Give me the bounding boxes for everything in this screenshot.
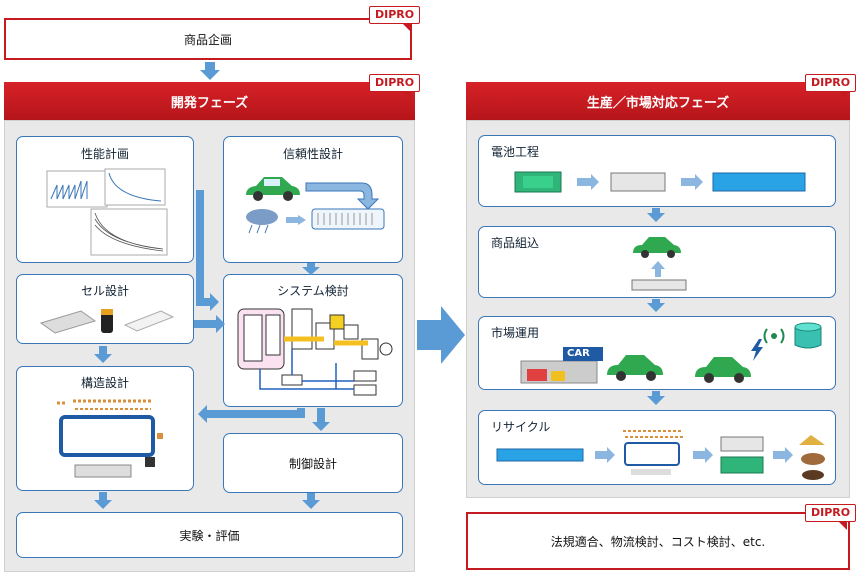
dipro-badge-planning: DIPRO bbox=[369, 6, 421, 32]
dipro-badge-dev: DIPRO bbox=[369, 74, 421, 100]
storm-cloud-icon bbox=[246, 209, 278, 234]
system-diagram-icon bbox=[237, 308, 393, 396]
card-test-evaluation: 実験・評価 bbox=[16, 512, 403, 558]
card-title: セル設計 bbox=[80, 284, 129, 298]
card-battery-process: 電池工程 bbox=[478, 135, 836, 207]
footer-text: 法規適合、物流検討、コスト検討、etc. bbox=[550, 534, 766, 549]
footer-box: 法規適合、物流検討、コスト検討、etc. bbox=[466, 512, 850, 570]
dev-header: 開発フェーズ bbox=[4, 82, 415, 120]
performance-graphs-icon bbox=[46, 168, 168, 256]
car-icon bbox=[607, 355, 663, 381]
structure-parts-icon bbox=[57, 399, 163, 478]
connected-car-icon bbox=[695, 357, 751, 383]
battery-pack-icon bbox=[631, 279, 687, 291]
card-cell-design: セル設計 bbox=[16, 274, 194, 344]
up-arrow-icon bbox=[651, 261, 665, 277]
card-product-assembly: 商品組込 bbox=[478, 226, 836, 298]
prod-header: 生産／市場対応フェーズ bbox=[466, 82, 850, 120]
card-structure-design: 構造設計 bbox=[16, 366, 194, 491]
small-arrow-icon bbox=[286, 215, 306, 225]
card-market-operation: 市場運用 CAR bbox=[478, 316, 836, 390]
card-title: 実験・評価 bbox=[179, 528, 240, 543]
card-title: 電池工程 bbox=[491, 145, 540, 159]
card-reliability-design: 信頼性設計 bbox=[223, 136, 403, 263]
recycle-flow-icon bbox=[496, 430, 825, 480]
planning-box: 商品企画 bbox=[4, 18, 412, 60]
dipro-badge-footer: DIPRO bbox=[805, 504, 857, 530]
battery-process-flow-icon bbox=[514, 171, 806, 193]
card-title: 制御設計 bbox=[288, 456, 337, 471]
arrow-planning-to-dev bbox=[200, 62, 220, 80]
antenna-icon bbox=[763, 328, 785, 344]
car-sign-label: CAR bbox=[567, 348, 590, 359]
card-system-study: システム検討 bbox=[223, 274, 403, 407]
dipro-badge-prod: DIPRO bbox=[805, 74, 857, 100]
database-icon bbox=[794, 322, 822, 349]
battery-pack-icon bbox=[311, 208, 385, 230]
card-title: 市場運用 bbox=[491, 326, 540, 340]
planning-title: 商品企画 bbox=[183, 32, 232, 47]
card-control-design: 制御設計 bbox=[223, 433, 403, 493]
card-title: 商品組込 bbox=[491, 236, 540, 250]
big-arrow-to-production bbox=[417, 306, 465, 364]
card-recycle: リサイクル bbox=[478, 410, 836, 485]
car-icon bbox=[246, 177, 300, 201]
curved-arrow-icon bbox=[305, 182, 380, 210]
dev-title: 開発フェーズ bbox=[170, 95, 249, 111]
car-icon bbox=[633, 237, 681, 258]
card-performance-plan: 性能計画 bbox=[16, 136, 194, 263]
card-title: 性能計画 bbox=[80, 147, 129, 161]
card-title: リサイクル bbox=[491, 420, 551, 434]
lightning-icon bbox=[751, 339, 763, 361]
card-title: システム検討 bbox=[277, 284, 349, 298]
card-title: 信頼性設計 bbox=[282, 147, 343, 161]
prod-title: 生産／市場対応フェーズ bbox=[586, 95, 730, 111]
battery-cells-icon bbox=[39, 309, 175, 334]
car-dealer-icon bbox=[520, 347, 603, 384]
card-title: 構造設計 bbox=[80, 376, 129, 390]
